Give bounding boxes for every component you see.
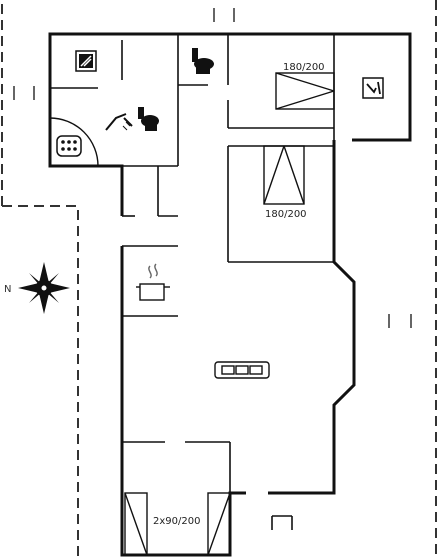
bed-bottom-right (207, 492, 231, 556)
door-swing (49, 117, 99, 167)
toilet-icon (138, 107, 159, 131)
bed-middle (263, 145, 305, 205)
washing-machine-icon (75, 50, 97, 72)
boundary-ticks (13, 8, 412, 328)
bed-top (275, 72, 335, 110)
property-boundary (1, 0, 437, 560)
bed-label-middle: 180/200 (265, 209, 307, 220)
shower-icon (105, 113, 133, 131)
shower-icon-2 (362, 77, 384, 99)
toilet-icon-2 (192, 48, 214, 74)
bed-bottom-left (124, 492, 148, 556)
bed-label-top: 180/200 (283, 62, 325, 73)
compass-rose (18, 262, 70, 314)
bed-label-bottom: 2x90/200 (153, 516, 200, 527)
cooking-pot-icon (136, 263, 170, 301)
sofa-icon (214, 361, 270, 379)
compass-north-label: N (4, 284, 11, 295)
whirlpool-icon (56, 135, 82, 157)
